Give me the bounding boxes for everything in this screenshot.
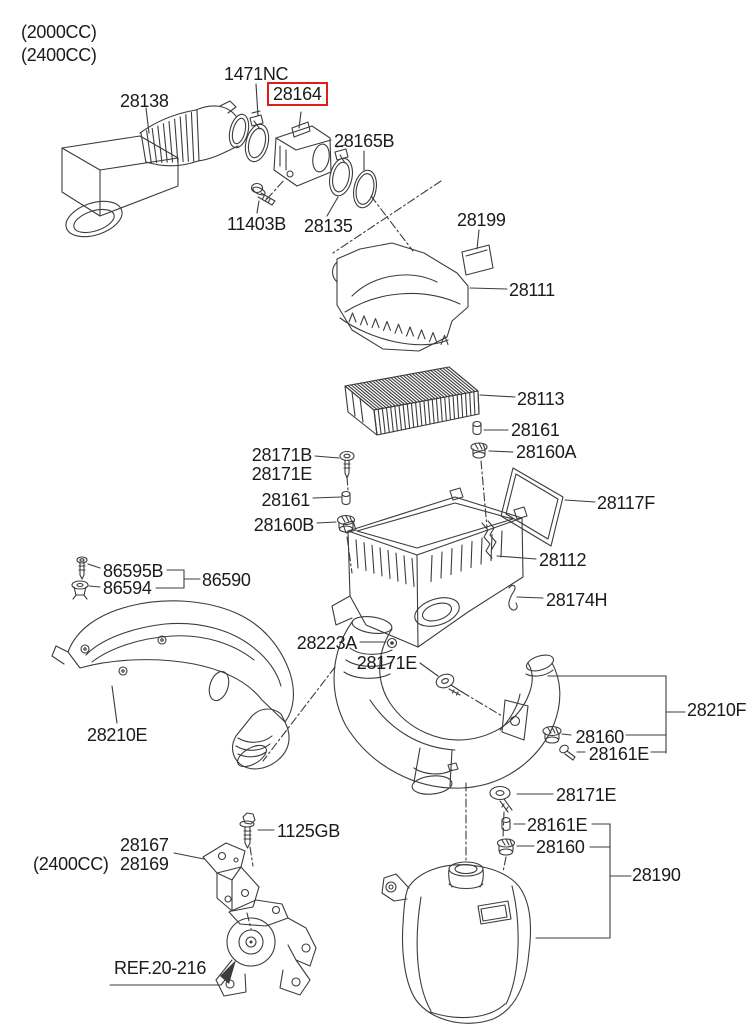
screw-28171e-lower-drawing — [489, 785, 513, 813]
part-label-28171e-a[interactable]: 28171E — [251, 464, 313, 484]
maf-sensor-28164-drawing — [273, 121, 332, 187]
part-label-28169[interactable]: 28169 — [120, 854, 169, 874]
housing-rib-texture — [355, 530, 503, 588]
part-label-86590[interactable]: 86590 — [202, 570, 251, 590]
air-cleaner-cover-28111-drawing — [331, 242, 469, 352]
retainer-86594-drawing — [71, 580, 89, 600]
ref-arrowhead — [220, 960, 236, 984]
part-label-28117f[interactable]: 28117F — [597, 493, 655, 513]
part-label-28161e-b[interactable]: 28161E — [527, 815, 588, 835]
part-label-28161e-a[interactable]: 28161E — [588, 744, 650, 764]
part-label-11403b[interactable]: 11403B — [227, 214, 286, 234]
grommet-28160-right-drawing — [542, 725, 562, 744]
part-label-86595b[interactable]: 86595B — [103, 561, 164, 581]
air-duct-28210e-drawing — [51, 600, 294, 770]
spacer-28161e-lower-drawing — [501, 817, 511, 831]
bellows-corrugation — [140, 109, 200, 164]
engine-mount-drawing — [215, 899, 317, 997]
part-label-1125gb[interactable]: 1125GB — [277, 821, 340, 841]
part-label-28190[interactable]: 28190 — [632, 865, 681, 885]
filter-pleat-texture — [344, 366, 480, 436]
resonator-tank-28190-drawing — [381, 861, 532, 1024]
part-label-28171e-c[interactable]: 28171E — [556, 785, 617, 805]
resonator-pipe-28210f-drawing — [333, 616, 561, 795]
part-label-28160a[interactable]: 28160A — [516, 442, 577, 462]
part-label-28210f[interactable]: 28210F — [687, 700, 747, 720]
air-cleaner-housing-28112-drawing — [331, 487, 528, 648]
screw-28171b-drawing — [339, 450, 355, 479]
engine-variant-2400cc-top: (2400CC) — [21, 45, 97, 65]
part-label-28160b[interactable]: 28160B — [253, 515, 315, 535]
part-label-28174h[interactable]: 28174H — [546, 590, 608, 610]
bolt-28171e-mid-drawing — [435, 673, 463, 696]
clamp-1471nc-drawing — [244, 110, 270, 163]
part-label-28160-b[interactable]: 28160 — [536, 837, 585, 857]
part-label-28171e-b[interactable]: 28171E — [356, 653, 418, 673]
label-sticker-28199-drawing — [461, 244, 494, 276]
screw-86595b-drawing — [76, 556, 88, 580]
grommet-28160-lower-drawing — [496, 838, 516, 856]
part-label-28164-highlighted[interactable]: 28164 — [267, 82, 328, 106]
intake-hose-28138-drawing — [61, 100, 250, 238]
spacer-28161-b-drawing — [341, 490, 351, 506]
spacer-28161-a-drawing — [472, 420, 482, 436]
part-label-28210e[interactable]: 28210E — [87, 725, 148, 745]
part-label-28199[interactable]: 28199 — [457, 210, 506, 230]
part-label-28171b[interactable]: 28171B — [251, 445, 313, 465]
grommet-28160a-drawing — [470, 442, 488, 459]
part-label-28111[interactable]: 28111 — [509, 280, 555, 300]
clamp-28135-drawing — [328, 144, 354, 197]
engine-variant-2400cc-bottom: (2400CC) — [33, 854, 109, 874]
grommet-28223a-drawing — [386, 637, 398, 649]
leader-lines — [87, 83, 686, 986]
part-label-28165b[interactable]: 28165B — [334, 131, 395, 151]
part-label-28113[interactable]: 28113 — [517, 389, 565, 409]
assembly-centerlines — [246, 178, 507, 930]
part-label-28138[interactable]: 28138 — [120, 91, 169, 111]
part-label-28161-a[interactable]: 28161 — [511, 420, 560, 440]
hook-28174h-drawing — [508, 584, 518, 611]
part-label-28223a[interactable]: 28223A — [296, 633, 358, 653]
cover-sheet-28117f-drawing — [500, 467, 564, 547]
part-label-1471nc[interactable]: 1471NC — [224, 64, 289, 84]
part-label-28160-a[interactable]: 28160 — [575, 727, 624, 747]
bolt-1125gb-drawing — [239, 812, 256, 849]
reference-label[interactable]: REF.20-216 — [114, 958, 207, 978]
part-label-28112[interactable]: 28112 — [539, 550, 587, 570]
part-label-28161-b[interactable]: 28161 — [261, 490, 310, 510]
cover-clip-teeth — [348, 312, 449, 345]
part-label-28135[interactable]: 28135 — [304, 216, 353, 236]
mount-bracket-28167-drawing — [202, 842, 260, 912]
bolt-28161e-right-drawing — [559, 744, 576, 761]
part-label-86594[interactable]: 86594 — [103, 578, 152, 598]
part-label-28167[interactable]: 28167 — [120, 835, 169, 855]
engine-variant-2000cc: (2000CC) — [21, 22, 97, 42]
seal-ring-28165b-drawing — [352, 169, 378, 209]
